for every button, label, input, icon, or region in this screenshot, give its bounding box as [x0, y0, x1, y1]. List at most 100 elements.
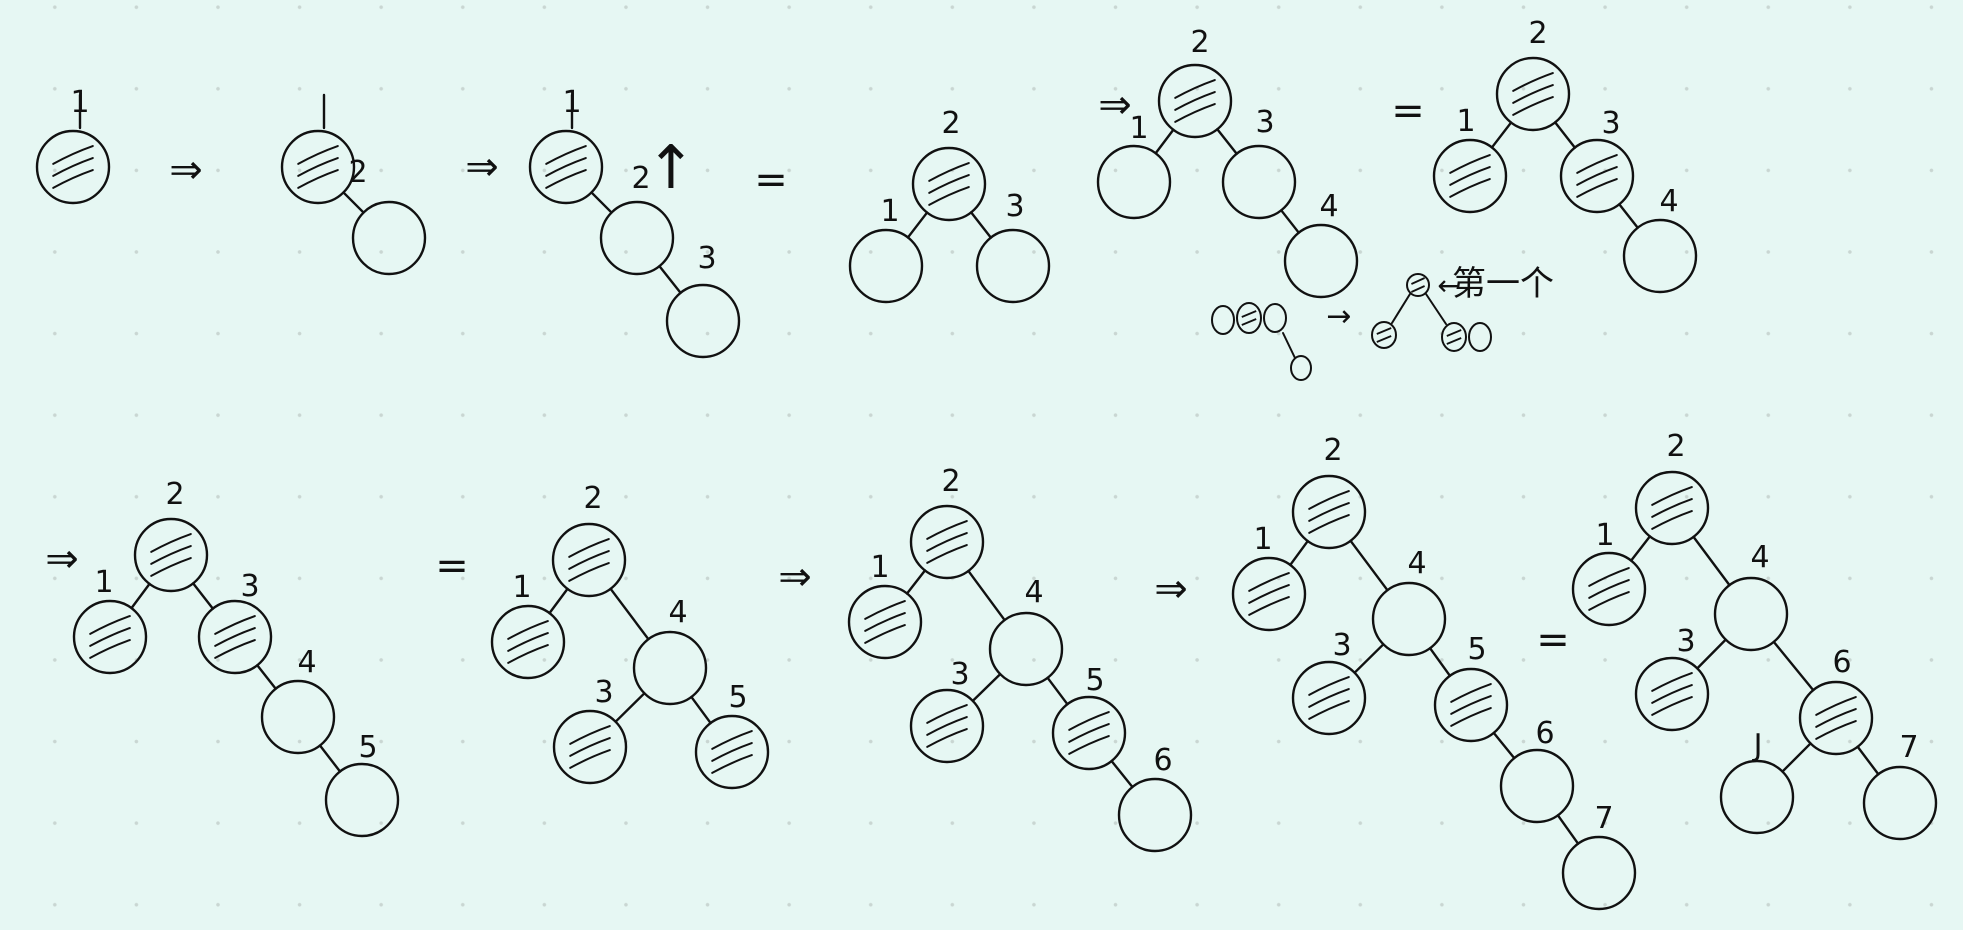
- tree-edge: [1289, 539, 1309, 567]
- node-label: 6: [1832, 645, 1851, 680]
- hatch-stroke: [928, 174, 970, 194]
- hatch-stroke: [1174, 79, 1216, 99]
- tree-node: [1571, 551, 1647, 627]
- tree-edge: [1772, 640, 1815, 692]
- hatch-stroke: [1308, 502, 1350, 522]
- hatch-stroke: [864, 612, 906, 632]
- tree-edge: [1856, 745, 1880, 776]
- shaded-node-circle: [197, 599, 273, 675]
- tree-edge: [1492, 731, 1516, 760]
- shaded-node-circle: [551, 522, 627, 598]
- shaded-sketch-circle: [1441, 322, 1467, 352]
- hatch-stroke: [1815, 720, 1857, 740]
- hatch-stroke: [569, 725, 611, 745]
- node-label: 1: [512, 570, 531, 605]
- node-label: 1: [1129, 111, 1148, 146]
- shaded-node-circle: [1291, 474, 1367, 550]
- node-circle: [1622, 218, 1698, 294]
- shaded-sketch-circle: [1371, 321, 1397, 349]
- hatch-stroke: [1576, 154, 1618, 174]
- hatch-stroke: [926, 544, 968, 564]
- shaded-node-circle: [1571, 551, 1647, 627]
- tree-edge: [905, 569, 927, 595]
- tree-node: [1432, 138, 1508, 214]
- hatch-stroke: [1576, 178, 1618, 198]
- node-label: 2: [165, 477, 184, 512]
- node-label: 4: [1407, 546, 1426, 581]
- hatch-stroke: [52, 145, 94, 165]
- side-sketch: [1211, 273, 1492, 381]
- shaded-node-circle: [133, 517, 209, 593]
- node-label: 3: [1601, 106, 1620, 141]
- hatch-stroke: [214, 627, 256, 647]
- node-circle: [1862, 765, 1938, 841]
- hatch-stroke: [926, 704, 968, 724]
- node-label: 4: [668, 595, 687, 630]
- shaded-node-circle: [35, 129, 111, 205]
- node-label: 1: [70, 85, 89, 120]
- equals-sign: =: [754, 157, 788, 203]
- hatch-stroke: [569, 737, 611, 757]
- sketch-circle: [1211, 305, 1235, 335]
- tree-edge: [1046, 676, 1069, 706]
- node-label: 1: [1253, 522, 1272, 557]
- node-label: 3: [950, 657, 969, 692]
- node-label: 5: [728, 680, 747, 715]
- tree-edge: [1692, 535, 1731, 587]
- hatch-stroke: [711, 730, 753, 750]
- node-label: 2: [348, 155, 367, 190]
- hatch-stroke: [150, 557, 192, 577]
- node-label: 6: [1535, 716, 1554, 751]
- hatch-stroke: [1449, 178, 1491, 198]
- left-arrow: ←: [1437, 269, 1460, 302]
- hatch-stroke: [1446, 329, 1462, 337]
- tree-edge: [906, 211, 929, 239]
- tree-node: [665, 283, 741, 359]
- tree-edge: [609, 587, 650, 641]
- tree-edge: [1556, 814, 1580, 845]
- sketch-circle: [1290, 355, 1312, 381]
- node-label: 4: [1750, 540, 1769, 575]
- hatch-stroke: [1449, 166, 1491, 186]
- tree-node: [911, 146, 987, 222]
- shaded-node-circle: [552, 709, 628, 785]
- tree-node: [324, 762, 400, 838]
- hatch-stroke: [568, 550, 610, 570]
- sketch-edge: [1425, 293, 1447, 325]
- hatch-stroke: [864, 624, 906, 644]
- node-label: 3: [697, 241, 716, 276]
- tree-edge: [969, 211, 993, 239]
- hatch-stroke: [1308, 688, 1350, 708]
- hatch-stroke: [1449, 154, 1491, 174]
- hatch-stroke: [926, 532, 968, 552]
- node-label: 7: [1594, 801, 1613, 836]
- hatch-stroke: [297, 145, 339, 165]
- hatch-stroke: [1248, 584, 1290, 604]
- tree-node: [1221, 144, 1297, 220]
- hatch-stroke: [1446, 337, 1462, 345]
- node-label: 2: [1323, 433, 1342, 468]
- sketch-node: [1371, 321, 1397, 349]
- hatch-stroke: [1512, 84, 1554, 104]
- node-circle: [848, 228, 924, 304]
- sketch-node: [1468, 322, 1492, 352]
- sketch-node: [1441, 322, 1467, 352]
- node-label: 4: [1659, 184, 1678, 219]
- hatch-stroke: [150, 545, 192, 565]
- hatch-stroke: [1376, 335, 1392, 343]
- node-label: 2: [1190, 25, 1209, 60]
- node-label: 7: [1899, 730, 1918, 765]
- hatch-stroke: [926, 520, 968, 540]
- node-label: 4: [1319, 189, 1338, 224]
- tree-node: [988, 611, 1064, 687]
- hatch-stroke: [545, 169, 587, 189]
- hatch-stroke: [545, 145, 587, 165]
- node-circle: [1371, 581, 1447, 657]
- tree-node: [1117, 777, 1193, 853]
- tree-edge: [130, 582, 151, 610]
- node-circle: [988, 611, 1064, 687]
- hatch-stroke: [1248, 596, 1290, 616]
